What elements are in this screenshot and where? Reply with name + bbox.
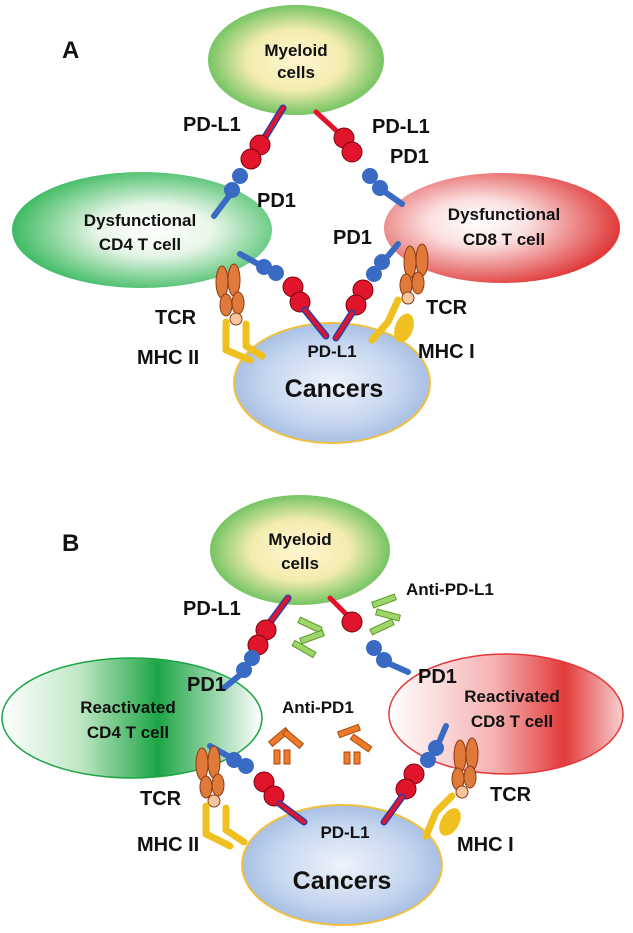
anti-pdl1-antibody xyxy=(291,616,325,659)
pd1-label: PD1 xyxy=(390,146,429,168)
cd8-t-cell xyxy=(384,173,620,283)
pd1-molecule xyxy=(221,650,260,691)
pdl1-molecule xyxy=(332,279,374,342)
tcr-molecule xyxy=(451,737,479,799)
mhc-i-molecule xyxy=(368,296,414,344)
anti-pd1-label: Anti-PD1 xyxy=(282,698,354,717)
anti-pd1-antibody xyxy=(267,726,305,765)
cancer-cell xyxy=(233,322,431,444)
pd1-molecule xyxy=(207,743,254,774)
mhc-ii-label: MHC II xyxy=(137,834,199,856)
cd4-label-line2: CD4 T cell xyxy=(99,235,181,254)
pdl1-molecule xyxy=(247,594,292,656)
pdl1-molecule xyxy=(253,771,308,826)
myeloid-label-line2: cells xyxy=(281,554,319,573)
mhc-ii-molecule xyxy=(202,802,248,850)
pdl1-label: PD-L1 xyxy=(183,114,241,136)
cd8-label-line1: Reactivated xyxy=(464,687,559,706)
pdl1-molecule xyxy=(240,104,287,170)
pd1-molecule xyxy=(366,640,411,675)
mhc-i-molecule xyxy=(422,792,461,840)
tcr-molecule xyxy=(399,243,429,305)
myeloid-cell xyxy=(210,495,390,605)
pdl1-label: PD-L1 xyxy=(183,598,241,620)
pdl1-molecule xyxy=(327,595,363,633)
cancer-cell xyxy=(241,804,443,926)
tcr-label: TCR xyxy=(426,297,468,319)
panel-a-label: A xyxy=(62,37,79,64)
pdl1-molecule xyxy=(380,763,425,826)
pdl1-molecule xyxy=(313,109,363,163)
myeloid-label-line1: Myeloid xyxy=(264,41,327,60)
tcr-molecule xyxy=(215,263,245,326)
mhc-ii-label: MHC II xyxy=(137,347,199,369)
tcr-label: TCR xyxy=(140,788,182,810)
pd1-molecule xyxy=(366,241,401,282)
mhc-i-label: MHC I xyxy=(418,341,475,363)
cd4-label-line1: Dysfunctional xyxy=(84,211,196,230)
myeloid-label-line2: cells xyxy=(277,63,315,82)
pdl1-cancer-label: PD-L1 xyxy=(307,342,356,361)
myeloid-label-line1: Myeloid xyxy=(268,530,331,549)
cancer-label: Cancers xyxy=(293,867,392,895)
cd8-label-line1: Dysfunctional xyxy=(448,205,560,224)
cd8-t-cell xyxy=(388,653,624,775)
cd8-label-line2: CD8 T cell xyxy=(471,712,553,731)
pdl1-molecule xyxy=(282,276,330,340)
panel-b: B xyxy=(1,495,624,926)
pd1-label: PD1 xyxy=(257,190,296,212)
cd4-label-line1: Reactivated xyxy=(80,698,175,717)
anti-pdl1-antibody xyxy=(369,593,401,636)
tcr-label: TCR xyxy=(490,784,532,806)
tcr-label: TCR xyxy=(155,307,197,329)
mhc-i-label: MHC I xyxy=(457,834,514,856)
cancer-label: Cancers xyxy=(285,375,384,403)
pd1-molecule xyxy=(420,723,449,768)
pdl1-cancer-label: PD-L1 xyxy=(320,823,369,842)
anti-pdl1-label: Anti-PD-L1 xyxy=(406,580,494,599)
cd4-t-cell xyxy=(12,172,272,288)
pd1-label: PD1 xyxy=(418,666,457,688)
pd1-molecule xyxy=(362,168,405,207)
pd1-label: PD1 xyxy=(187,674,226,696)
panel-b-label: B xyxy=(62,530,79,557)
cd4-label-line2: CD4 T cell xyxy=(87,723,169,742)
pdl1-label: PD-L1 xyxy=(372,116,430,138)
pd1-molecule xyxy=(237,251,284,281)
cd4-t-cell xyxy=(1,657,263,779)
pd1-molecule xyxy=(211,168,248,219)
tcr-molecule xyxy=(195,745,225,808)
pd1-label: PD1 xyxy=(333,227,372,249)
mhc-ii-molecule xyxy=(222,318,266,364)
myeloid-cell xyxy=(208,5,384,115)
anti-pd1-antibody xyxy=(336,723,373,765)
cd8-label-line2: CD8 T cell xyxy=(463,230,545,249)
panel-a: A xyxy=(12,5,620,444)
